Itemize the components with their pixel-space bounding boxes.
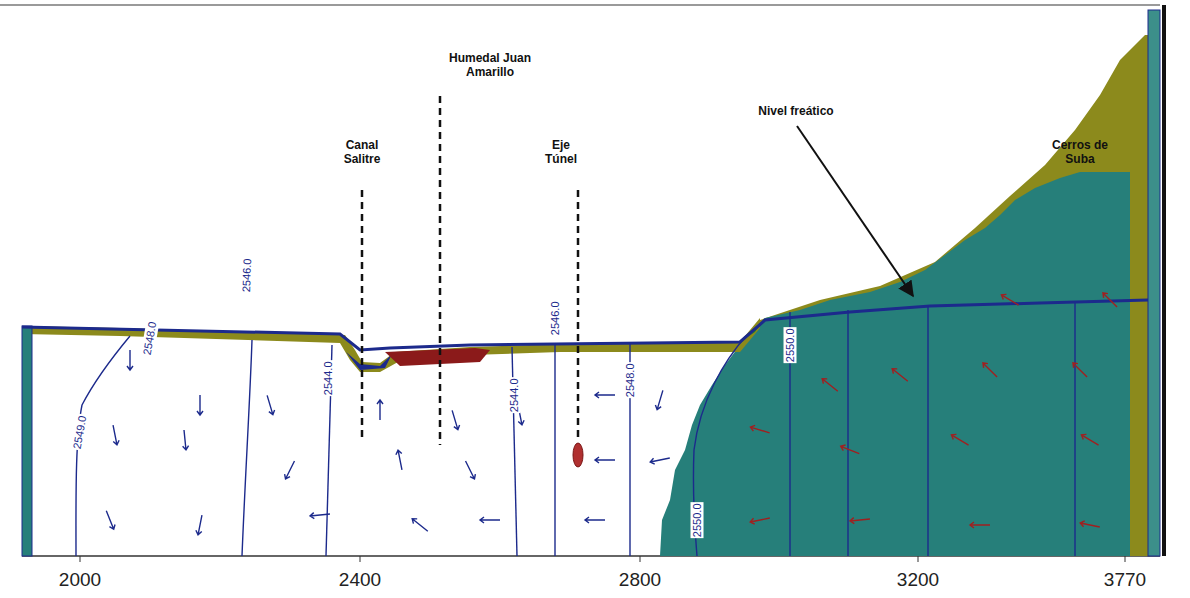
callout-label: Cerros de Suba xyxy=(1050,139,1110,167)
contour-value: 2548.0 xyxy=(624,362,637,398)
flow-arrow xyxy=(412,519,428,531)
contour-value: 2549.0 xyxy=(71,413,90,450)
flow-arrow xyxy=(197,395,203,415)
flow-arrow xyxy=(1001,294,1018,305)
axis-tick-label: 2000 xyxy=(59,569,101,591)
axis-tick-label: 3770 xyxy=(1104,569,1146,591)
flow-arrow xyxy=(466,461,476,479)
flow-arrow xyxy=(850,518,870,524)
contour-value: 2548.0 xyxy=(141,319,160,356)
right-border xyxy=(1162,5,1166,556)
flow-arrow xyxy=(892,369,908,381)
contour-value: 2546.0 xyxy=(549,300,562,336)
flow-arrow xyxy=(585,517,605,523)
flow-arrow xyxy=(452,410,459,429)
axis-tick-label: 2800 xyxy=(619,569,661,591)
tunnel-section xyxy=(573,443,583,467)
left-boundary xyxy=(22,326,32,556)
flow-arrows xyxy=(106,293,1117,535)
flow-arrow xyxy=(655,390,662,409)
axis-tick-label: 2400 xyxy=(339,569,381,591)
contour-value: 2544.0 xyxy=(322,360,335,396)
flow-arrow xyxy=(750,425,769,432)
flow-arrow xyxy=(983,363,997,377)
callout-label: Canal Salitre xyxy=(332,139,392,167)
contour-value: 2546.0 xyxy=(240,257,254,293)
flow-arrow xyxy=(1073,363,1087,377)
flow-arrow xyxy=(1081,434,1098,445)
flow-arrow xyxy=(595,457,615,463)
flow-arrow xyxy=(267,395,274,414)
water-table xyxy=(22,300,1148,350)
contour-value: 2550.0 xyxy=(784,327,797,363)
flow-arrow xyxy=(310,513,330,519)
contour-value: 2544.0 xyxy=(508,377,521,413)
callout-label: Eje Túnel xyxy=(536,139,586,167)
flow-arrow xyxy=(750,518,770,524)
wetland-deposit xyxy=(385,348,490,366)
axis-tick-label: 3200 xyxy=(897,569,939,591)
canal-water xyxy=(346,352,392,370)
flow-arrow xyxy=(127,350,133,370)
flow-arrow xyxy=(396,450,402,470)
flow-arrow xyxy=(183,430,189,450)
flow-arrow xyxy=(113,425,119,445)
flow-arrow xyxy=(822,379,838,391)
flow-arrow xyxy=(970,522,990,528)
bedrock xyxy=(660,172,1130,556)
flow-arrow xyxy=(1080,521,1100,527)
flow-arrow xyxy=(1103,293,1117,307)
flow-arrow xyxy=(106,511,115,530)
equipotential-lines xyxy=(76,303,1075,556)
flow-arrow xyxy=(196,515,202,535)
axis-ticks xyxy=(80,556,1125,562)
flow-arrow xyxy=(377,400,383,420)
callout-lines xyxy=(362,96,578,445)
callout-label: Nivel freático xyxy=(758,105,833,119)
top-border xyxy=(0,4,1160,6)
flow-arrow xyxy=(951,434,968,445)
right-boundary xyxy=(1148,10,1160,556)
flow-arrow xyxy=(650,458,670,464)
flow-arrow xyxy=(480,517,500,523)
flow-arrow xyxy=(285,461,295,479)
callout-label: Humedal Juan Amarillo xyxy=(425,52,555,80)
leader-line xyxy=(797,126,913,296)
contour-value: 2550.0 xyxy=(691,502,704,538)
flow-arrow xyxy=(841,445,860,454)
surface-soil xyxy=(22,318,760,372)
flow-arrow xyxy=(595,392,615,398)
